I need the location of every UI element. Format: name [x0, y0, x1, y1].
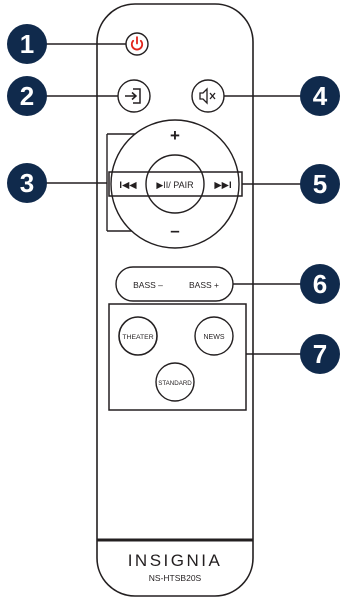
input-button[interactable] [117, 79, 151, 113]
svg-text:2: 2 [20, 81, 34, 111]
input-icon [125, 88, 141, 104]
svg-text:4: 4 [313, 81, 328, 111]
news-button[interactable] [194, 316, 234, 356]
power-icon [130, 36, 144, 51]
playback-highlight-box [108, 171, 243, 197]
bass-pill [115, 266, 234, 302]
news-label: NEWS [204, 334, 225, 341]
leader-lines [46, 43, 302, 355]
callout-badge-1: 1 [7, 24, 47, 64]
callout-badge-7: 7 [300, 334, 340, 374]
callout-badge-3: 3 [7, 163, 47, 203]
svg-text:1: 1 [20, 29, 34, 59]
mute-button[interactable] [191, 79, 225, 113]
svg-text:7: 7 [313, 339, 327, 369]
play-pause-button[interactable] [145, 154, 205, 214]
svg-text:6: 6 [313, 269, 327, 299]
svg-text:5: 5 [313, 169, 327, 199]
svg-text:3: 3 [20, 168, 34, 198]
model-number: NS-HTSB20S [149, 573, 202, 583]
bass-down-button[interactable]: BASS – [133, 280, 163, 290]
callout-badge-6: 6 [300, 264, 340, 304]
play-pause-label: ▶II/ PAIR [156, 180, 194, 190]
volume-down-button[interactable]: – [170, 221, 179, 240]
callout-badge-4: 4 [300, 76, 340, 116]
callout-badge-5: 5 [300, 164, 340, 204]
standard-label: STANDARD [158, 380, 192, 387]
power-button[interactable] [125, 32, 149, 56]
next-track-button[interactable]: ▶▶I [214, 180, 231, 191]
callout-badge-2: 2 [7, 76, 47, 116]
theater-button[interactable] [118, 316, 158, 356]
sound-mode-highlight-box [108, 303, 247, 411]
volume-up-button[interactable]: + [170, 126, 180, 145]
brand-name: INSIGNIA [128, 551, 223, 570]
standard-button[interactable] [155, 362, 195, 402]
theater-label: THEATER [122, 334, 153, 341]
previous-track-button[interactable]: I◀◀ [119, 180, 137, 191]
mute-icon [199, 87, 216, 105]
bass-up-button[interactable]: BASS + [189, 280, 219, 290]
